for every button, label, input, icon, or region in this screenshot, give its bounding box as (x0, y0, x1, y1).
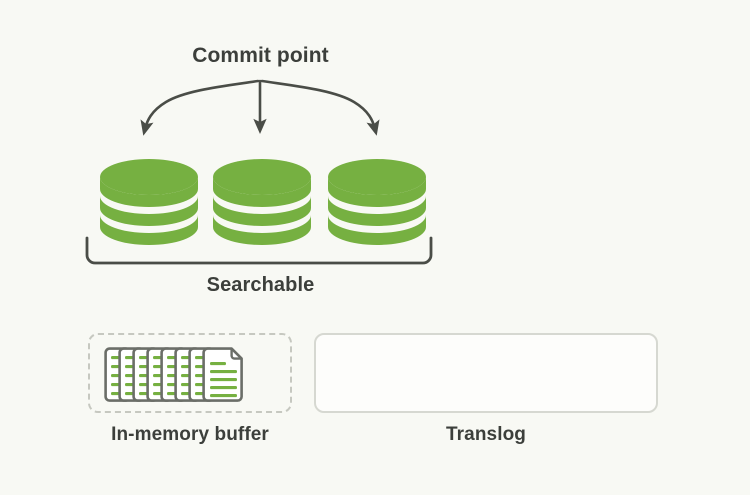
in-memory-buffer-label: In-memory buffer (111, 424, 269, 445)
arrow-left (140, 79, 260, 136)
in-memory-buffer-panel (88, 333, 292, 413)
arrow-right (260, 79, 380, 136)
searchable-label: Searchable (206, 274, 315, 296)
segment-cylinder-1 (100, 159, 198, 245)
translog-panel (314, 333, 658, 413)
translog-label: Translog (446, 424, 526, 445)
commit-point-arrows (140, 79, 380, 136)
searchable-bracket (85, 236, 433, 265)
segment-cylinder-3 (328, 159, 426, 245)
commit-point-label: Commit point (192, 44, 329, 67)
segment-cylinder-2 (213, 159, 311, 245)
